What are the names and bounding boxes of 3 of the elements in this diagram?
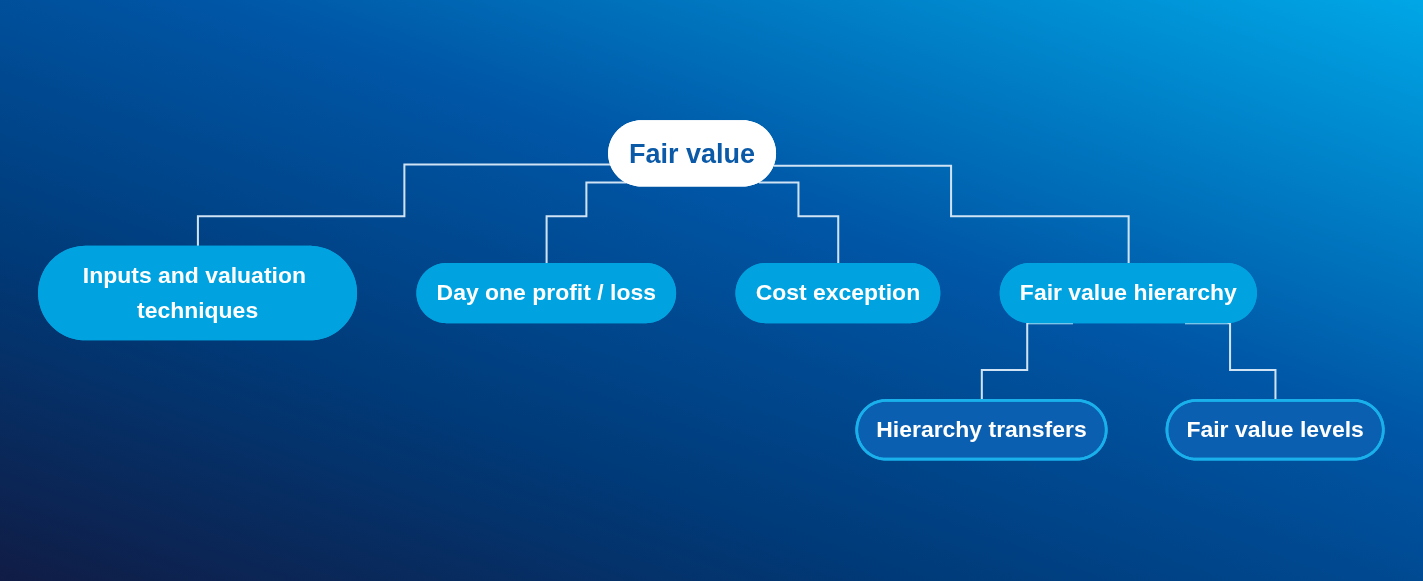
connector — [759, 182, 841, 266]
connector — [546, 182, 627, 266]
connector — [774, 165, 1131, 266]
